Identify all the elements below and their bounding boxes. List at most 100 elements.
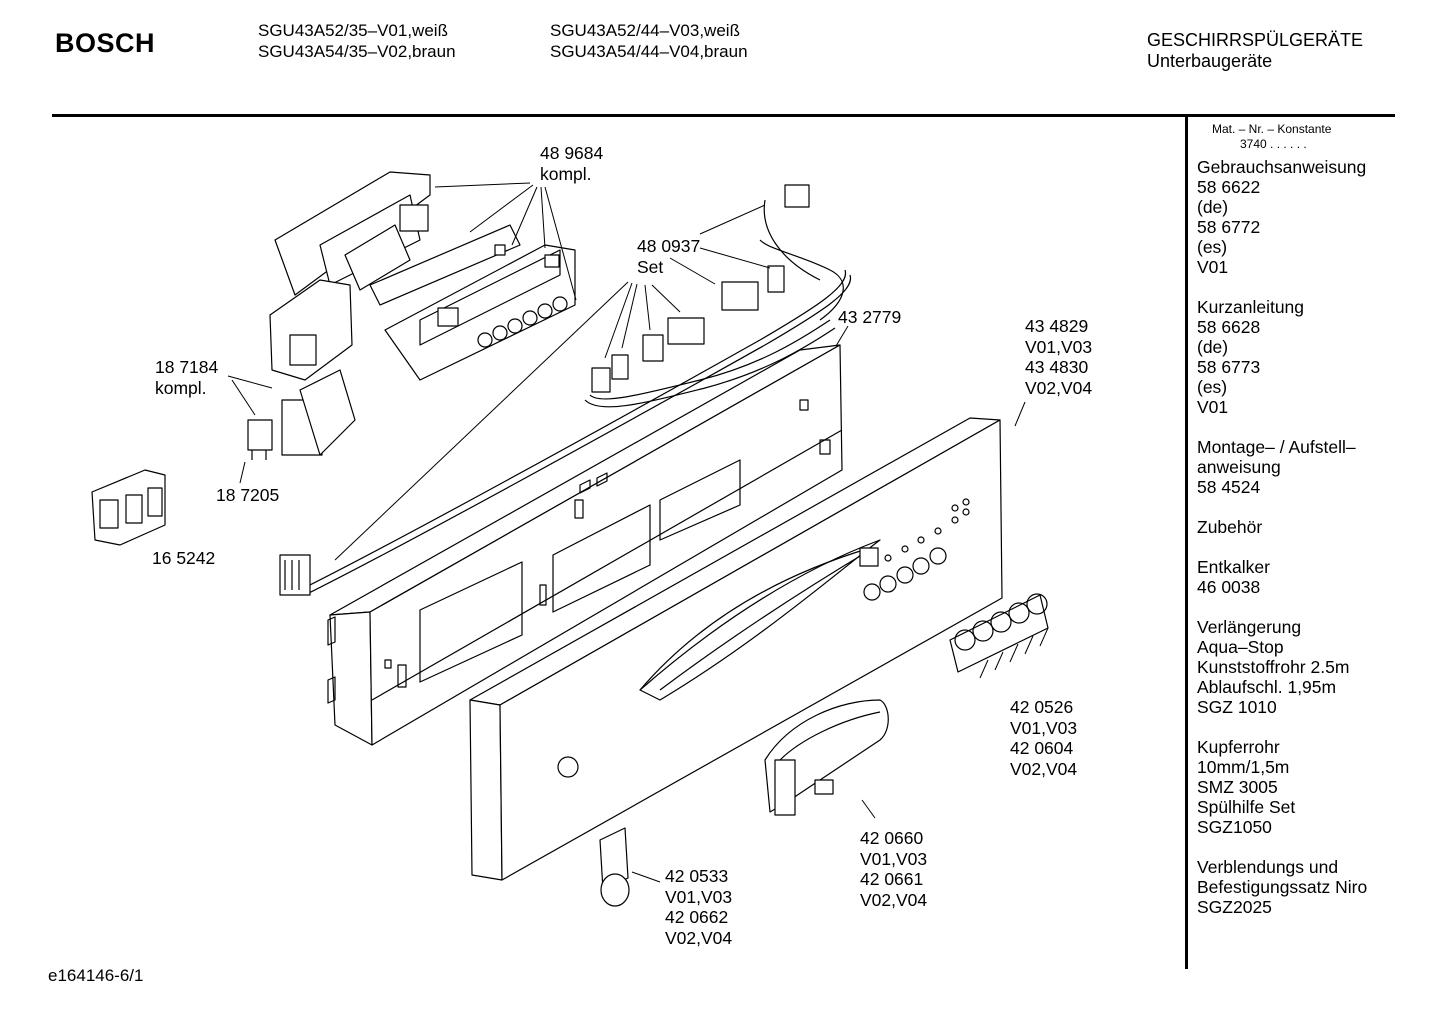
- wiring-harness: [279, 184, 852, 596]
- sidebar-line: SGZ1050: [1197, 817, 1272, 837]
- sidebar-line: Befestigungssatz Niro: [1197, 877, 1368, 897]
- sidebar-line: SGZ2025: [1197, 897, 1272, 917]
- part-note: Set: [637, 256, 664, 277]
- program-knob: [599, 827, 630, 907]
- part-variant: V01,V03: [665, 886, 733, 907]
- sidebar-line: Kunststoffrohr 2.5m: [1197, 657, 1350, 677]
- part-variant: V01,V03: [1010, 717, 1078, 738]
- part-label-187205: 18 7205: [216, 485, 279, 506]
- sidebar-divider: [1185, 117, 1188, 969]
- part-label-187184: 18 7184 kompl.: [155, 357, 218, 398]
- sidebar-line: Entkalker: [1197, 557, 1270, 577]
- part-number: 42 0533: [665, 866, 729, 886]
- part-variant: V02,V04: [665, 927, 733, 948]
- model-line: SGU43A54/44–V04,braun: [550, 42, 748, 61]
- part-number: 42 0660: [860, 828, 924, 848]
- part-label-165242: 16 5242: [152, 548, 215, 569]
- matnr-label: Mat. – Nr. – Konstante: [1212, 122, 1332, 136]
- relay: [247, 419, 273, 460]
- header-divider: [52, 114, 1395, 117]
- door-handle: [764, 699, 889, 816]
- part-number: 48 0937: [637, 236, 701, 256]
- model-line: SGU43A52/44–V03,weiß: [550, 21, 740, 40]
- sidebar-line: (es): [1197, 377, 1228, 397]
- sidebar-line: 58 6628: [1197, 317, 1261, 337]
- sidebar-line: (de): [1197, 197, 1229, 217]
- category-title: GESCHIRRSPÜLGERÄTE Unterbaugeräte: [1147, 30, 1363, 72]
- sidebar-line: Spülhilfe Set: [1197, 797, 1296, 817]
- models-column-2: SGU43A52/44–V03,weiß SGU43A54/44–V04,bra…: [550, 20, 748, 62]
- part-number: 42 0662: [665, 907, 729, 927]
- matnr-value: 3740 . . . . . .: [1240, 137, 1307, 151]
- leader-lines: [227, 182, 1049, 883]
- part-note: kompl.: [540, 163, 592, 184]
- part-label-420660: 42 0660 V01,V03 42 0661 V02,V04: [860, 828, 927, 910]
- sidebar-line: 10mm/1,5m: [1197, 757, 1290, 777]
- part-label-480937: 48 0937 Set: [637, 236, 700, 277]
- part-label-432779: 43 2779: [838, 307, 901, 328]
- sidebar-line: 58 6773: [1197, 357, 1261, 377]
- part-label-420526: 42 0526 V01,V03 42 0604 V02,V04: [1010, 697, 1077, 779]
- sidebar-line: Ablaufschl. 1,95m: [1197, 677, 1337, 697]
- part-number: 42 0526: [1010, 697, 1074, 717]
- sidebar-line: anweisung: [1197, 457, 1281, 477]
- control-panel-frame: [327, 344, 843, 746]
- part-number: 42 0661: [860, 869, 924, 889]
- part-number: 18 7205: [216, 485, 280, 505]
- part-number: 42 0604: [1010, 738, 1074, 758]
- part-number: 18 7184: [155, 357, 219, 377]
- sidebar-line: (de): [1197, 337, 1229, 357]
- model-line: SGU43A54/35–V02,braun: [258, 42, 456, 61]
- sidebar-group: Zubehör: [1197, 517, 1432, 537]
- part-variant: V01,V03: [860, 848, 928, 869]
- brand-logo: BOSCH: [55, 28, 156, 58]
- sidebar-line: SMZ 3005: [1197, 777, 1278, 797]
- sidebar-line: Aqua–Stop: [1197, 637, 1284, 657]
- model-line: SGU43A52/35–V01,weiß: [258, 21, 448, 40]
- part-variant: V02,V04: [860, 889, 928, 910]
- document-id: e164146-6/1: [48, 966, 144, 985]
- sidebar-line: Kurzanleitung: [1197, 297, 1305, 317]
- part-label-489684: 48 9684 kompl.: [540, 143, 603, 184]
- sidebar-line: V01: [1197, 257, 1229, 277]
- part-number: 16 5242: [152, 548, 216, 568]
- sidebar-line: 58 6772: [1197, 217, 1261, 237]
- sidebar-line: V01: [1197, 397, 1229, 417]
- part-number: 43 4830: [1025, 357, 1089, 377]
- models-column-1: SGU43A52/35–V01,weiß SGU43A54/35–V02,bra…: [258, 20, 456, 62]
- sidebar-line: (es): [1197, 237, 1228, 257]
- front-panel: [469, 417, 1003, 881]
- electronic-module: [274, 171, 576, 381]
- sidebar-line: Kupferrohr: [1197, 737, 1280, 757]
- sidebar-line: 58 6622: [1197, 177, 1261, 197]
- part-variant: V01,V03: [1025, 336, 1093, 357]
- part-number: 48 9684: [540, 143, 604, 163]
- sidebar-line: 46 0038: [1197, 577, 1261, 597]
- part-label-420533: 42 0533 V01,V03 42 0662 V02,V04: [665, 866, 732, 948]
- sidebar-line: 58 4524: [1197, 477, 1261, 497]
- part-number: 43 4829: [1025, 316, 1089, 336]
- part-variant: V02,V04: [1025, 377, 1093, 398]
- main-switch: [91, 469, 166, 546]
- part-number: 43 2779: [838, 307, 902, 327]
- sidebar-line: Montage– / Aufstell–: [1197, 437, 1356, 457]
- sidebar-line: Gebrauchsanweisung: [1197, 157, 1367, 177]
- category-line: Unterbaugeräte: [1147, 51, 1273, 71]
- part-label-434829: 43 4829 V01,V03 43 4830 V02,V04: [1025, 316, 1092, 398]
- category-line: GESCHIRRSPÜLGERÄTE: [1147, 30, 1364, 50]
- sidebar-line: Verblendungs und: [1197, 857, 1339, 877]
- sidebar-line: SGZ 1010: [1197, 697, 1277, 717]
- part-variant: V02,V04: [1010, 758, 1078, 779]
- sidebar-line: Verlängerung: [1197, 617, 1302, 637]
- part-note: kompl.: [155, 377, 207, 398]
- sidebar-line: Zubehör: [1197, 517, 1263, 537]
